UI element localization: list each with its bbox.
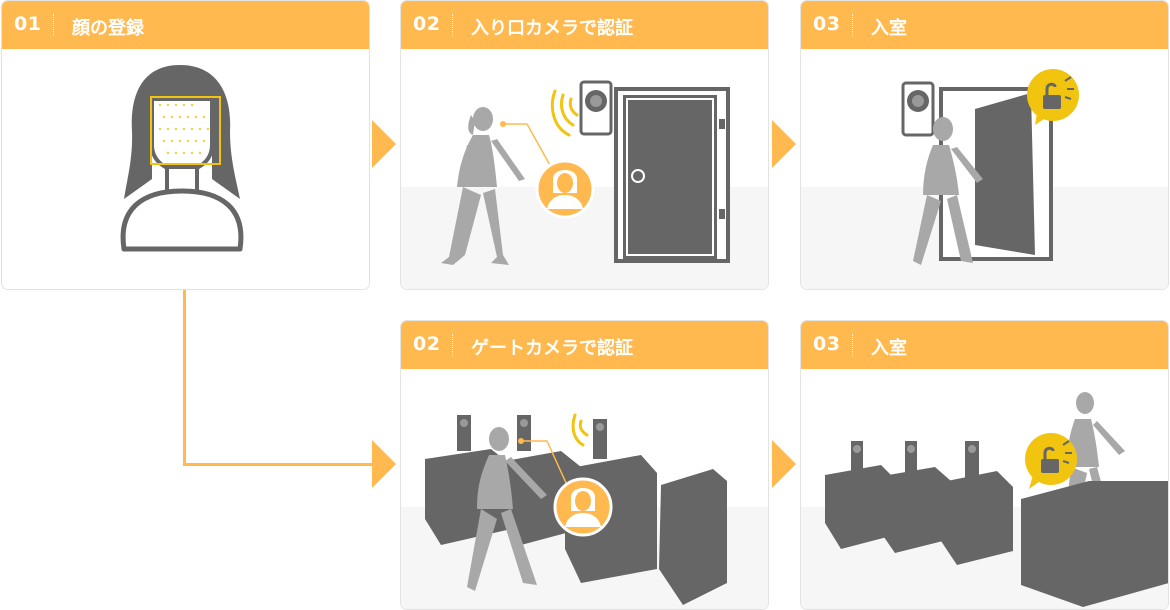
step-separator xyxy=(852,14,853,36)
step-title: 入室 xyxy=(871,338,907,359)
step-card-enter-room-door: 03 入室 xyxy=(800,0,1169,290)
camera-icon xyxy=(901,81,935,137)
unlock-icon xyxy=(1025,433,1077,489)
step-header: 02 ゲートカメラで認証 xyxy=(401,321,768,369)
recognized-face-icon xyxy=(553,477,613,537)
flow-arrow xyxy=(772,120,796,168)
step-separator xyxy=(452,14,453,36)
flow-arrow xyxy=(372,120,396,168)
step-illustration xyxy=(401,49,768,289)
step-number: 03 xyxy=(813,333,841,355)
step-title: 入室 xyxy=(871,18,907,39)
step-title: 入り口カメラで認証 xyxy=(471,18,633,39)
flow-arrow xyxy=(372,440,396,488)
step-header: 01 顔の登録 xyxy=(2,1,369,49)
flow-connector-line xyxy=(183,463,373,466)
step-illustration xyxy=(801,369,1168,609)
step-card-gate-camera: 02 ゲートカメラで認証 xyxy=(400,320,769,610)
callout-line xyxy=(521,440,568,486)
signal-wave-icon xyxy=(550,89,579,137)
unlock-icon xyxy=(1027,69,1079,125)
step-number: 01 xyxy=(14,13,42,35)
step-illustration xyxy=(2,49,369,289)
step-header: 03 入室 xyxy=(801,321,1168,369)
step-title: ゲートカメラで認証 xyxy=(471,338,633,359)
walking-person-icon xyxy=(441,107,525,265)
step-number: 02 xyxy=(413,333,441,355)
camera-icon xyxy=(579,80,613,136)
step-illustration xyxy=(801,49,1168,289)
step-title: 顔の登録 xyxy=(72,18,144,39)
step-separator xyxy=(53,14,54,36)
callout-dot xyxy=(500,121,506,127)
step-card-entrance-camera: 02 入り口カメラで認証 xyxy=(400,0,769,290)
walking-person-icon xyxy=(913,117,983,265)
step-separator xyxy=(452,334,453,356)
recognized-face-icon xyxy=(535,159,595,219)
flow-arrow xyxy=(772,440,796,488)
step-card-face-registration: 01 顔の登録 xyxy=(1,0,370,290)
step-number: 03 xyxy=(813,13,841,35)
step-illustration xyxy=(401,369,768,609)
step-header: 02 入り口カメラで認証 xyxy=(401,1,768,49)
walking-person-icon xyxy=(467,427,547,591)
person-registration-icon xyxy=(120,65,244,252)
callout-line xyxy=(503,123,552,168)
door-icon xyxy=(614,87,730,263)
signal-wave-icon xyxy=(571,413,589,447)
step-separator xyxy=(852,334,853,356)
security-gate-icon xyxy=(825,441,1168,607)
step-card-enter-room-gate: 03 入室 xyxy=(800,320,1169,610)
flow-connector-line xyxy=(183,290,186,466)
step-header: 03 入室 xyxy=(801,1,1168,49)
open-door-icon xyxy=(975,93,1035,255)
step-number: 02 xyxy=(413,13,441,35)
